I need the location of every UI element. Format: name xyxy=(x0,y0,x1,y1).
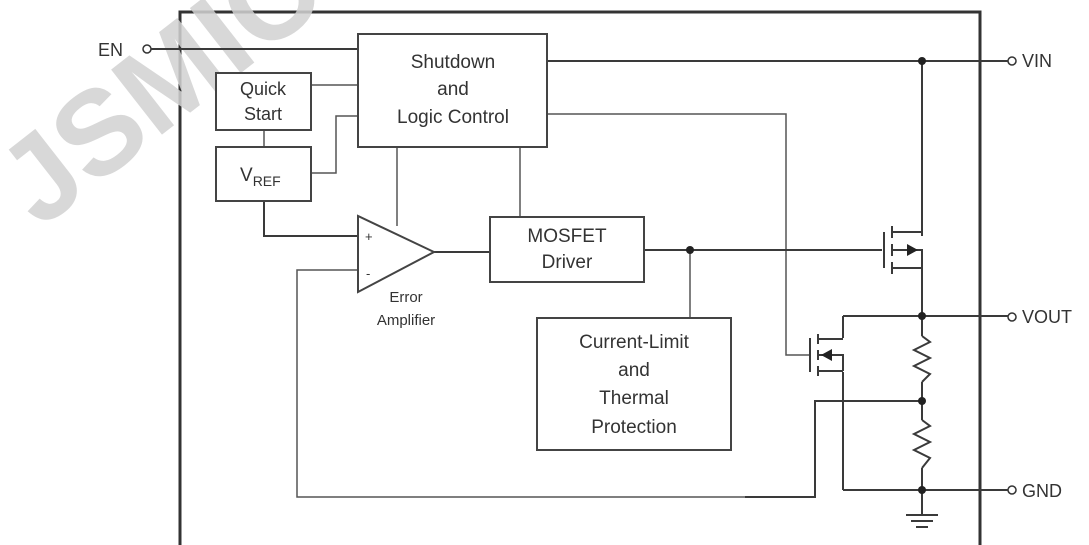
junction-driver xyxy=(686,246,694,254)
svg-text:VREF: VREF xyxy=(240,165,281,189)
driver-line2: Driver xyxy=(542,252,593,273)
pin-vin xyxy=(1007,56,1017,66)
resistor-upper xyxy=(911,335,933,383)
vref-main: V xyxy=(240,165,253,186)
pin-gnd xyxy=(1007,485,1017,495)
shutdown-line3: Logic Control xyxy=(397,107,509,128)
quick-start-line2: Start xyxy=(244,104,282,124)
wire-vref-ctrl xyxy=(311,115,358,174)
junction-gnd xyxy=(918,486,926,494)
currentlimit-line1: Current-Limit xyxy=(579,332,690,353)
junction-vin xyxy=(918,57,926,65)
current-limit-block: Current-Limit and Thermal Protection xyxy=(536,317,732,451)
quick-start-block: Quick Start xyxy=(215,72,312,131)
amp-label2: Amplifier xyxy=(377,312,435,329)
amp-plus: + xyxy=(365,229,373,244)
vref-block: VREF xyxy=(215,146,312,202)
amp-label1: Error xyxy=(389,289,422,306)
wire-ctrl-pulldown xyxy=(547,113,810,356)
junction-feedback xyxy=(918,397,926,405)
shutdown-line2: and xyxy=(437,79,469,100)
currentlimit-line4: Protection xyxy=(591,417,677,438)
wire-feedback-tap xyxy=(745,400,922,498)
chip-outline xyxy=(178,10,982,545)
pin-vout xyxy=(1007,312,1017,322)
vref-sub: REF xyxy=(253,173,281,189)
shutdown-logic-block: Shutdown and Logic Control xyxy=(357,33,548,148)
currentlimit-line3: Thermal xyxy=(599,388,669,409)
pin-gnd-label: GND xyxy=(1022,481,1062,501)
amp-minus: - xyxy=(366,266,370,281)
error-amplifier: + - Error Amplifier xyxy=(357,214,437,329)
wire-feedback-return xyxy=(296,269,745,498)
shutdown-line1: Shutdown xyxy=(411,52,496,73)
pin-en-label: EN xyxy=(98,40,123,60)
pin-en xyxy=(142,44,152,54)
pulldown-mosfet xyxy=(809,334,844,376)
junction-vout xyxy=(918,312,926,320)
driver-line1: MOSFET xyxy=(527,226,607,247)
mosfet-driver-block: MOSFET Driver xyxy=(489,216,645,283)
wire-vref-amp xyxy=(263,201,358,237)
currentlimit-line2: and xyxy=(618,360,650,381)
pin-vout-label: VOUT xyxy=(1022,307,1072,327)
resistor-lower xyxy=(911,419,933,469)
pin-vin-label: VIN xyxy=(1022,51,1052,71)
quick-start-line1: Quick xyxy=(240,79,287,99)
pass-mosfet xyxy=(883,226,923,274)
ground-symbol xyxy=(906,514,938,528)
